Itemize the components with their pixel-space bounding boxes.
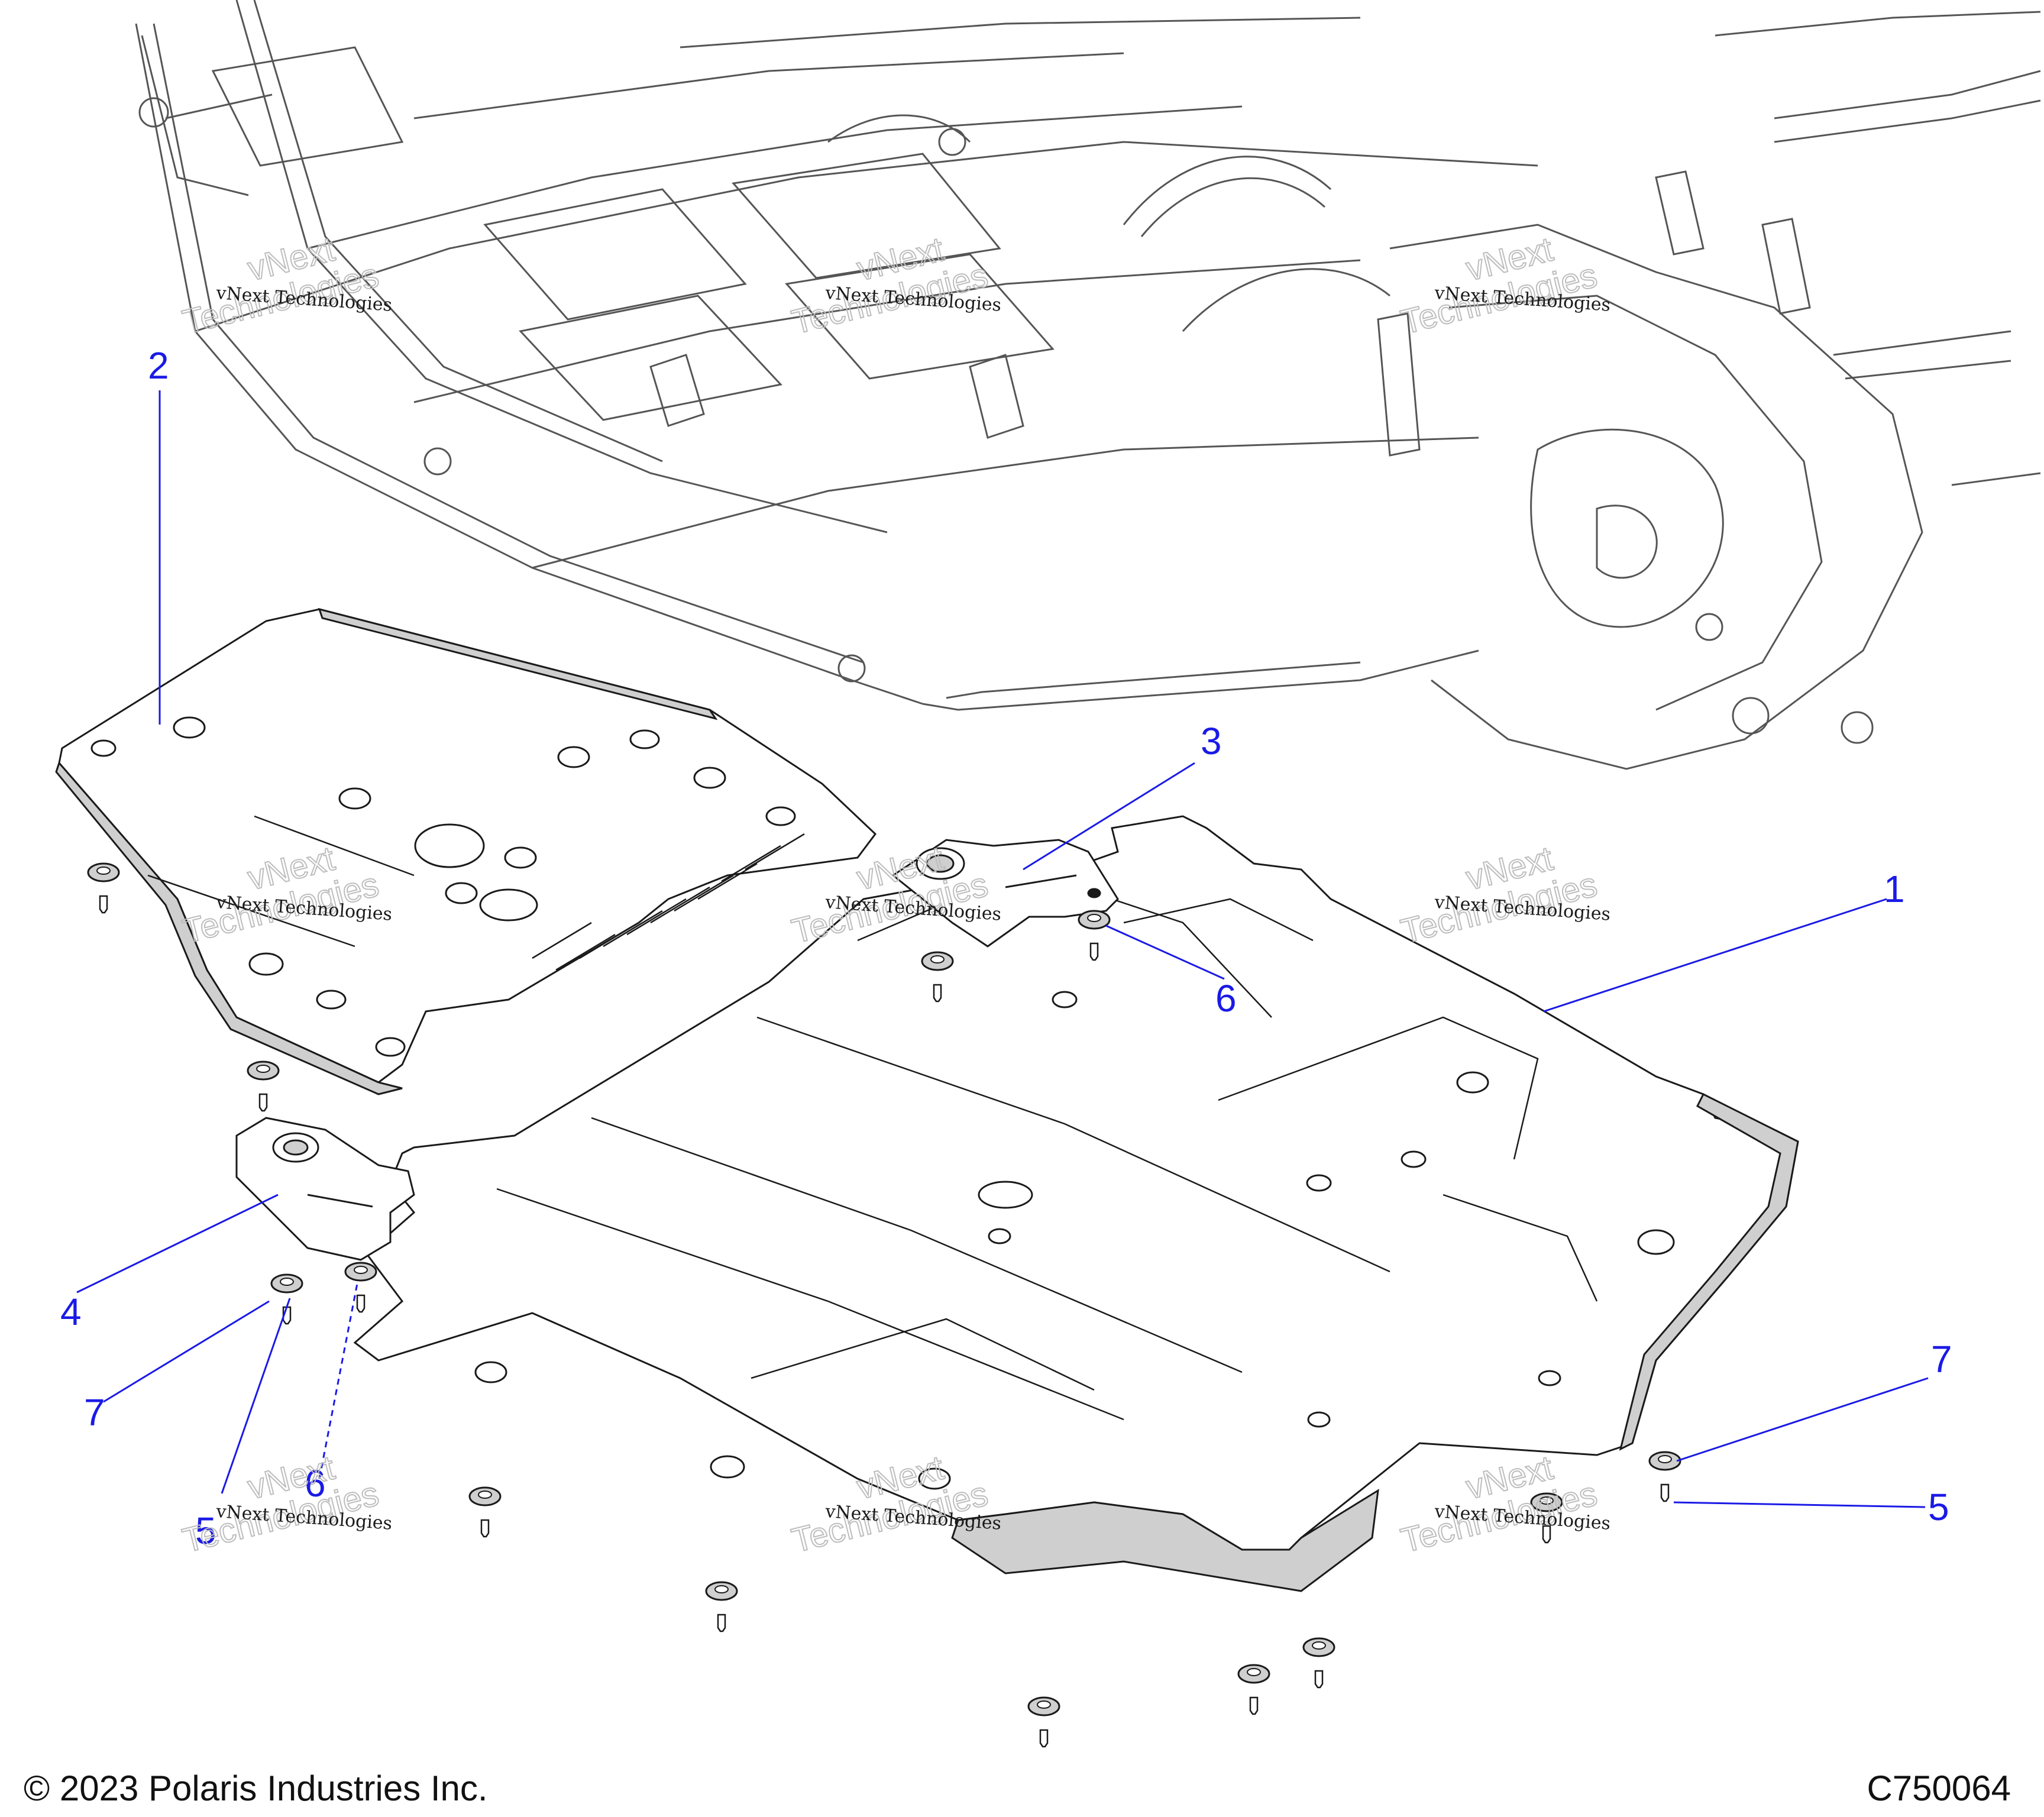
fastener	[1027, 1696, 1060, 1748]
callout-labels: 1 2 3 4 5 5 6 6 7 7	[60, 344, 1952, 1552]
fastener	[1078, 910, 1111, 961]
leader-lines	[76, 390, 1929, 1508]
fastener	[1530, 1492, 1563, 1544]
fastener	[270, 1273, 303, 1325]
callout-5a: 5	[195, 1509, 216, 1552]
callout-6a: 6	[1215, 977, 1237, 1020]
fastener	[87, 862, 120, 914]
bracket-right	[891, 839, 1119, 948]
callout-7b: 7	[1931, 1338, 1952, 1380]
callout-6b: 6	[305, 1462, 326, 1505]
fastener	[1237, 1664, 1270, 1715]
callout-4: 4	[60, 1291, 82, 1333]
copyright-notice: © 2023 Polaris Industries Inc.	[24, 1768, 488, 1808]
vehicle-frame	[135, 0, 2041, 770]
callout-2: 2	[148, 344, 169, 387]
diagram-code: C750064	[1867, 1768, 2011, 1808]
fastener	[344, 1262, 377, 1313]
bracket-left	[235, 1117, 415, 1261]
callout-1: 1	[1884, 868, 1905, 910]
rear-skid-plate	[55, 607, 877, 1095]
main-skid-plate	[353, 815, 1799, 1592]
fastener	[1302, 1637, 1335, 1689]
fastener	[247, 1061, 280, 1112]
fastener	[705, 1581, 738, 1632]
fasteners	[87, 862, 1681, 1748]
callout-5b: 5	[1928, 1486, 1949, 1528]
fastener	[921, 951, 954, 1003]
callout-3: 3	[1201, 720, 1222, 762]
callout-7a: 7	[84, 1391, 105, 1434]
fastener	[1648, 1451, 1681, 1502]
fastener	[468, 1486, 502, 1538]
